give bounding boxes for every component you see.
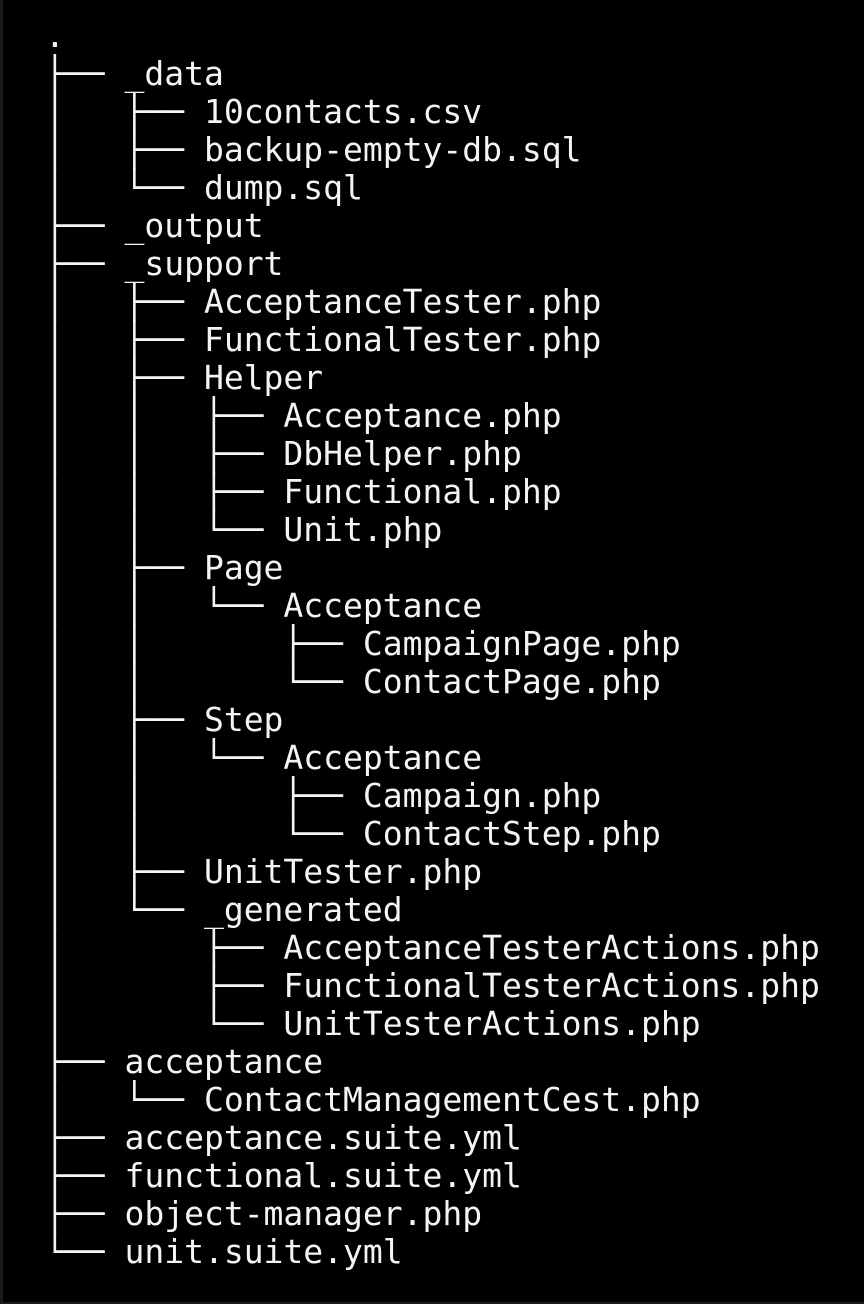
tree-branch-lines: │ └──: [45, 168, 204, 207]
tree-row: │ ├── FunctionalTesterActions.php: [45, 967, 864, 1005]
tree-branch-lines: │ │ └──: [45, 510, 284, 549]
tree-row: │ ├── AcceptanceTesterActions.php: [45, 929, 864, 967]
tree-branch-lines: │ ├──: [45, 966, 284, 1005]
entry-name: unit.suite.yml: [124, 1232, 403, 1271]
entry-name: AcceptanceTesterActions.php: [283, 928, 820, 967]
tree-branch-lines: │ ├──: [45, 852, 204, 891]
tree-branch-lines: │ ├──: [45, 130, 204, 169]
entry-name: backup-empty-db.sql: [203, 130, 582, 169]
tree-row: │ │ └── Acceptance: [45, 739, 864, 777]
entry-name: Helper: [203, 358, 324, 397]
tree-row: ├── functional.suite.yml: [45, 1157, 864, 1195]
tree-branch-lines: ├──: [45, 244, 125, 283]
tree-row: │ │ └── ContactStep.php: [45, 815, 864, 853]
entry-name: UnitTesterActions.php: [283, 1004, 701, 1043]
tree-branch-lines: └──: [45, 1232, 125, 1271]
tree-row: │ ├── Step: [45, 701, 864, 739]
entry-name: _generated: [203, 890, 403, 929]
tree-row: ├── _output: [45, 207, 864, 245]
tree-branch-lines: ├──: [45, 1042, 125, 1081]
tree-row: │ └── UnitTesterActions.php: [45, 1005, 864, 1043]
entry-name: DbHelper.php: [283, 434, 522, 473]
entry-name: AcceptanceTester.php: [203, 282, 602, 321]
entry-name: ContactPage.php: [362, 662, 661, 701]
tree-row: │ ├── FunctionalTester.php: [45, 321, 864, 359]
tree-branch-lines: ├──: [45, 1156, 125, 1195]
tree-branch-lines: │ │ ├──: [45, 396, 284, 435]
entry-name: _support: [124, 244, 284, 283]
entry-name: 10contacts.csv: [203, 92, 483, 131]
entry-name: Step: [203, 700, 284, 739]
entry-name: object-manager.php: [124, 1194, 483, 1233]
tree-row: ├── _data: [45, 55, 864, 93]
tree-row: └── unit.suite.yml: [45, 1233, 864, 1271]
tree-row: │ ├── Helper: [45, 359, 864, 397]
tree-row: │ └── dump.sql: [45, 169, 864, 207]
tree-row: │ │ └── Acceptance: [45, 587, 864, 625]
tree-branch-lines: │ │ └──: [45, 738, 284, 777]
entry-name: functional.suite.yml: [124, 1156, 522, 1195]
tree-branch-lines: │ ├──: [45, 320, 204, 359]
entry-name: CampaignPage.php: [362, 624, 681, 663]
tree-branch-lines: │ ├──: [45, 700, 204, 739]
tree-branch-lines: │ │ └──: [45, 814, 363, 853]
tree-branch-lines: ├──: [45, 54, 125, 93]
file-tree: .├── _data│ ├── 10contacts.csv│ ├── back…: [45, 17, 864, 1271]
tree-branch-lines: ├──: [45, 1118, 125, 1157]
tree-branch-lines: │ │ ├──: [45, 472, 284, 511]
entry-name: FunctionalTester.php: [203, 320, 602, 359]
entry-name: Acceptance.php: [283, 396, 562, 435]
tree-row: │ │ ├── Campaign.php: [45, 777, 864, 815]
tree-row: ├── _support: [45, 245, 864, 283]
tree-branch-lines: │ ├──: [45, 358, 204, 397]
entry-name: Acceptance: [283, 586, 483, 625]
tree-branch-lines: │ │ ├──: [45, 776, 363, 815]
entry-name: acceptance: [124, 1042, 324, 1081]
tree-branch-lines: │ └──: [45, 890, 204, 929]
entry-name: dump.sql: [203, 168, 363, 207]
entry-name: Campaign.php: [362, 776, 602, 815]
tree-row: │ │ ├── Functional.php: [45, 473, 864, 511]
entry-name: UnitTester.php: [203, 852, 483, 891]
tree-row: ├── object-manager.php: [45, 1195, 864, 1233]
tree-row: │ │ ├── Acceptance.php: [45, 397, 864, 435]
tree-branch-lines: │ ├──: [45, 928, 284, 967]
tree-row: .: [45, 17, 864, 55]
entry-name: .: [45, 16, 65, 55]
tree-branch-lines: ├──: [45, 206, 125, 245]
entry-name: _output: [124, 206, 264, 245]
tree-row: │ └── ContactManagementCest.php: [45, 1081, 864, 1119]
tree-row: │ ├── 10contacts.csv: [45, 93, 864, 131]
entry-name: Acceptance: [283, 738, 483, 777]
tree-row: │ ├── UnitTester.php: [45, 853, 864, 891]
tree-row: │ └── _generated: [45, 891, 864, 929]
entry-name: ContactManagementCest.php: [203, 1080, 701, 1119]
tree-branch-lines: │ │ └──: [45, 662, 363, 701]
tree-row: │ │ └── ContactPage.php: [45, 663, 864, 701]
tree-branch-lines: │ ├──: [45, 92, 204, 131]
tree-row: │ ├── backup-empty-db.sql: [45, 131, 864, 169]
tree-branch-lines: ├──: [45, 1194, 125, 1233]
tree-branch-lines: │ ├──: [45, 548, 204, 587]
entry-name: acceptance.suite.yml: [124, 1118, 522, 1157]
tree-row: │ ├── Page: [45, 549, 864, 587]
tree-row: ├── acceptance.suite.yml: [45, 1119, 864, 1157]
tree-branch-lines: │ ├──: [45, 282, 204, 321]
tree-branch-lines: │ └──: [45, 1004, 284, 1043]
tree-row: ├── acceptance: [45, 1043, 864, 1081]
tree-row: │ ├── AcceptanceTester.php: [45, 283, 864, 321]
entry-name: Unit.php: [283, 510, 443, 549]
entry-name: Page: [203, 548, 284, 587]
entry-name: _data: [124, 54, 224, 93]
tree-row: │ │ ├── DbHelper.php: [45, 435, 864, 473]
tree-branch-lines: │ │ ├──: [45, 624, 363, 663]
tree-row: │ │ └── Unit.php: [45, 511, 864, 549]
tree-row: │ │ ├── CampaignPage.php: [45, 625, 864, 663]
entry-name: Functional.php: [283, 472, 562, 511]
entry-name: FunctionalTesterActions.php: [283, 966, 820, 1005]
tree-branch-lines: │ │ ├──: [45, 434, 284, 473]
tree-branch-lines: │ └──: [45, 1080, 204, 1119]
entry-name: ContactStep.php: [362, 814, 661, 853]
tree-branch-lines: │ │ └──: [45, 586, 284, 625]
